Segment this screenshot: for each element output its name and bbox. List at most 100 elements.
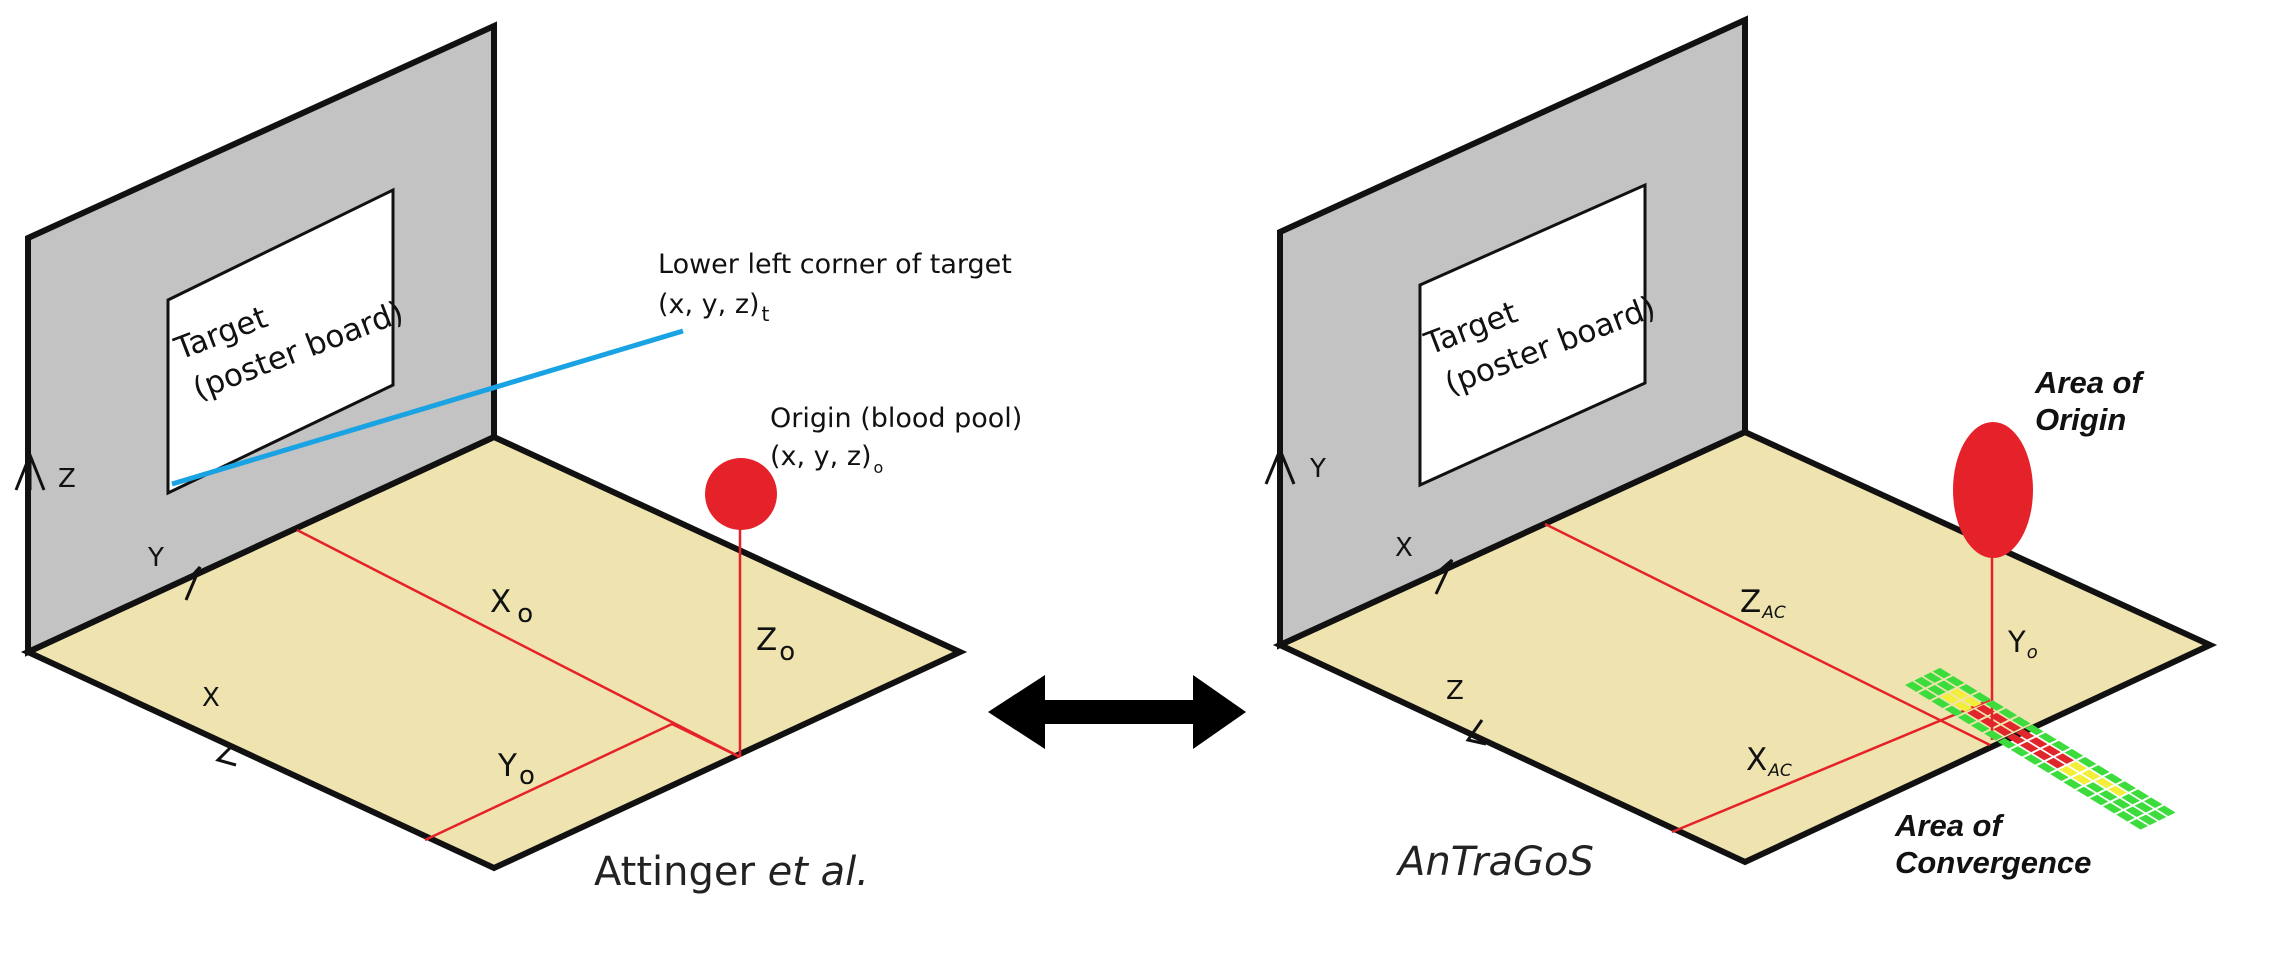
right-axis-y-icon: [1264, 446, 1296, 485]
convergence-grid-cell: [1918, 689, 1937, 700]
convergence-grid-cell: [1976, 704, 1995, 716]
convergence-grid-cell: [2037, 762, 2056, 773]
left-trajectory-line: [171, 328, 684, 487]
convergence-grid-cell: [2129, 819, 2148, 830]
convergence-grid-cell: [2134, 802, 2154, 813]
right-axis-z-label: Z: [1446, 676, 1464, 706]
convergence-grid-cell: [1923, 672, 1942, 683]
left-y-measure-line-b: [671, 722, 741, 759]
convergence-grid-cell: [2147, 810, 2167, 821]
left-y-measure-line-a: [424, 722, 673, 842]
area-of-origin-line2: Origin: [2035, 402, 2126, 437]
right-panel: Target (poster board) Y X Z ZAC: [1264, 15, 2218, 885]
convergence-grid-cell: [2063, 778, 2082, 790]
convergence-grid-cell: [2033, 749, 2052, 761]
convergence-grid-cell: [2050, 770, 2069, 781]
left-axis-y-label: Y: [147, 543, 164, 573]
right-axis-z-icon: [1465, 719, 1487, 746]
convergence-grid-cell: [1998, 708, 2018, 719]
area-of-origin-blob: [1953, 422, 2033, 558]
convergence-grid-cell: [1980, 717, 1999, 728]
left-caption: Attinger et al.: [594, 849, 869, 895]
convergence-grid-cell: [1993, 725, 2012, 736]
right-axis-y-label: Y: [1309, 454, 1326, 484]
convergence-grid-cell: [1984, 730, 2003, 741]
left-corner-label: Lower left corner of target: [658, 249, 1012, 280]
convergence-grid-cell: [2091, 765, 2110, 776]
convergence-grid-cell: [1959, 684, 1978, 695]
right-caption: AnTraGoS: [1395, 839, 1594, 885]
convergence-grid-cell: [1936, 680, 1956, 691]
convergence-grid-cell: [2121, 793, 2140, 805]
convergence-grid-cell: [2117, 781, 2136, 792]
convergence-grid-cell: [1914, 676, 1933, 688]
left-axis-y-icon: [184, 565, 202, 601]
convergence-grid-cell: [2108, 785, 2127, 797]
convergence-grid-cell: [2046, 757, 2065, 769]
convergence-grid-cell: [2143, 797, 2163, 808]
convergence-grid-cell: [2019, 741, 2039, 753]
convergence-grid-cell: [2025, 724, 2044, 736]
right-axis-x-icon: [1434, 558, 1454, 595]
convergence-grid-cell: [2051, 740, 2070, 752]
convergence-grid-cell: [2130, 789, 2150, 800]
convergence-grid-cell: [1971, 721, 1990, 733]
convergence-grid-cell: [2059, 766, 2078, 777]
right-z-measure-line: [1544, 522, 1991, 747]
area-of-convergence-grid: [1905, 667, 2176, 830]
convergence-grid-cell: [1944, 705, 1964, 717]
convergence-grid-cell: [2072, 774, 2092, 785]
left-z-measure-label: Zo: [756, 622, 795, 667]
convergence-grid-cell: [1997, 738, 2016, 749]
area-of-convergence-line1: Area of: [1894, 808, 2004, 843]
left-axis-z-icon: [14, 450, 46, 491]
convergence-grid-cell: [2116, 811, 2135, 822]
convergence-grid-cell: [1985, 700, 2004, 711]
convergence-grid-cell: [1949, 688, 1969, 700]
convergence-grid-cell: [2029, 737, 2048, 748]
convergence-grid-cell: [2081, 769, 2101, 781]
convergence-grid-cell: [2089, 794, 2109, 806]
convergence-grid-cell: [2015, 729, 2035, 740]
left-axis-x-icon: [215, 744, 237, 767]
convergence-grid-cell: [2038, 732, 2057, 744]
convergence-grid-cell: [2104, 773, 2123, 784]
right-z-measure-label: ZAC: [1740, 584, 1786, 623]
convergence-grid-cell: [2157, 805, 2176, 817]
right-y-measure-label: Yo: [2007, 625, 2038, 663]
convergence-grid-cell: [1963, 696, 1982, 708]
left-y-measure-label: Yo: [497, 748, 535, 791]
convergence-grid-cell: [1931, 697, 1950, 709]
convergence-grid-cell: [2068, 761, 2088, 772]
convergence-grid-cell: [1940, 693, 1960, 704]
convergence-grid-cell: [2103, 802, 2122, 814]
convergence-grid-cell: [1945, 676, 1965, 687]
right-x-measure-label: XAC: [1746, 742, 1792, 781]
area-of-convergence-line2: Convergence: [1895, 845, 2091, 880]
convergence-grid-cell: [2138, 814, 2158, 826]
convergence-grid-cell: [1972, 692, 1991, 703]
convergence-grid-cell: [1989, 712, 2008, 724]
convergence-grid-cell: [2023, 754, 2043, 765]
left-axis-z-label: Z: [58, 464, 76, 494]
left-x-measure-line: [296, 528, 741, 759]
right-target-board: [1418, 182, 1647, 488]
convergence-grid-cell: [2011, 716, 2031, 727]
convergence-grid-cell: [2085, 782, 2105, 793]
convergence-grid-cell: [2002, 721, 2022, 732]
left-target-board: [166, 187, 395, 496]
right-axis-x-label: X: [1395, 533, 1413, 563]
convergence-grid-cell: [2099, 790, 2118, 801]
convergence-grid-cell: [1957, 713, 1977, 725]
convergence-grid-cell: [1967, 709, 1986, 720]
convergence-grid-cell: [1953, 701, 1973, 712]
double-headed-arrow-icon: [988, 675, 1246, 749]
convergence-grid-cell: [2055, 753, 2074, 764]
convergence-grid-cell: [1932, 667, 1952, 679]
convergence-grid-cell: [2077, 757, 2097, 768]
convergence-grid-cell: [2064, 748, 2084, 760]
left-axis-x-label: X: [202, 683, 220, 713]
